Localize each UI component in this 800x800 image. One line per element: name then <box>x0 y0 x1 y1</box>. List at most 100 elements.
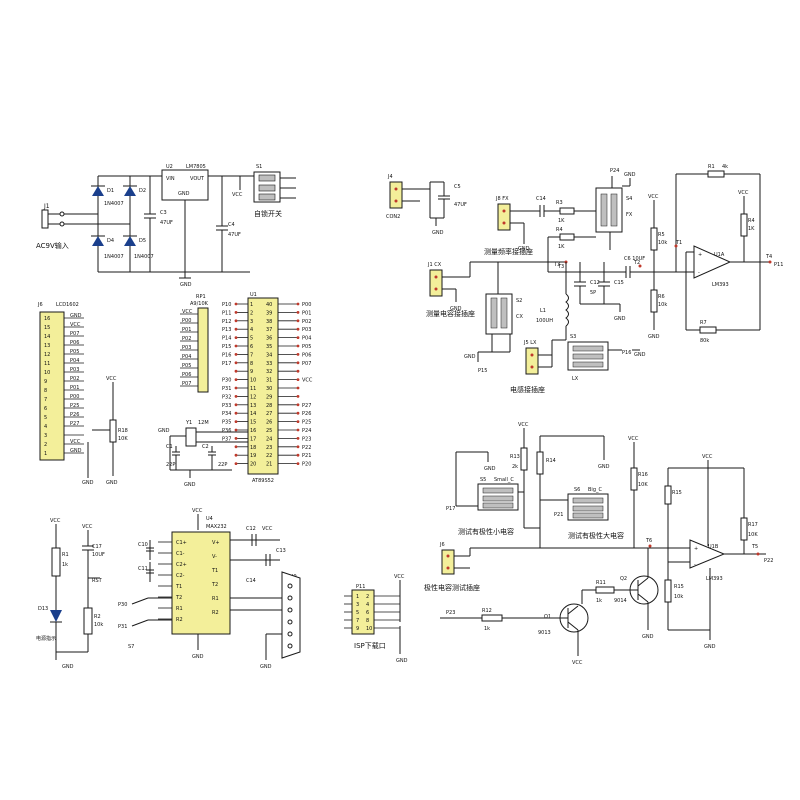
svg-text:RST: RST <box>92 578 103 584</box>
mcu-pin-number: 37 <box>266 327 272 333</box>
mcu-net-label: P13 <box>222 327 231 333</box>
svg-text:C6 10UF: C6 10UF <box>624 256 645 262</box>
mcu-net-label: P11 <box>222 310 231 316</box>
svg-text:CX: CX <box>516 314 523 320</box>
mcu-pin-number: 15 <box>250 420 256 426</box>
mcu-net-label: P36 <box>222 428 231 434</box>
svg-text:C12: C12 <box>590 280 600 286</box>
svg-text:S3: S3 <box>570 334 576 340</box>
svg-text:VCC: VCC <box>648 194 659 200</box>
mcu-pin-number: 21 <box>266 462 272 468</box>
mcu-net-label: P01 <box>302 310 311 316</box>
mcu-pin-number: 33 <box>266 361 272 367</box>
svg-text:GND: GND <box>106 480 118 486</box>
mcu-pin-number: 2 <box>250 310 253 316</box>
svg-text:R3: R3 <box>556 200 563 206</box>
mcu-pin-number: 10 <box>250 378 256 384</box>
mcu-pin-number: 11 <box>250 386 256 392</box>
svg-text:VCC: VCC <box>518 422 529 428</box>
mcu-pin-number: 4 <box>250 327 253 333</box>
diode-d4: D4 1N4007 <box>91 235 124 260</box>
mcu-pin-number: 22 <box>266 453 272 459</box>
svg-text:C11: C11 <box>138 566 148 572</box>
lcd-net-label: VCC <box>70 439 81 445</box>
svg-text:T2: T2 <box>633 260 640 266</box>
mcu-pin-number: 9 <box>250 369 253 375</box>
svg-text:R4: R4 <box>748 218 755 224</box>
rp1-net-label: P06 <box>182 372 191 378</box>
svg-text:电源指示: 电源指示 <box>36 635 56 642</box>
mcu-net-label: P07 <box>302 361 311 367</box>
svg-text:P22: P22 <box>764 558 773 564</box>
lcd-pin-number: 8 <box>44 388 47 394</box>
mcu-pin-number: 14 <box>250 411 256 417</box>
cap-c3: C3 47UF <box>144 176 173 272</box>
mcu-pin-number: 30 <box>266 386 272 392</box>
svg-text:C12: C12 <box>246 526 256 532</box>
svg-text:GND: GND <box>450 306 462 312</box>
max232-pin-label: T1 <box>175 584 182 590</box>
svg-text:S1: S1 <box>256 164 262 170</box>
svg-text:GND: GND <box>634 352 646 358</box>
rp1-net-label: P05 <box>182 363 191 369</box>
svg-text:Q2: Q2 <box>620 576 627 582</box>
svg-text:J5 LX: J5 LX <box>523 340 537 346</box>
mcu-pin-number: 32 <box>266 369 272 375</box>
svg-text:-: - <box>698 270 700 276</box>
svg-text:80k: 80k <box>700 338 709 344</box>
svg-text:L1: L1 <box>540 308 546 314</box>
max232-pin-label: R1 <box>212 596 219 602</box>
svg-text:D13: D13 <box>38 606 48 612</box>
mcu-pin-number: 5 <box>250 336 253 342</box>
svg-text:U1A: U1A <box>714 252 725 258</box>
diode-d1: D1 1N4007 <box>91 185 124 207</box>
rp1-net-label: P04 <box>182 354 191 360</box>
svg-text:LCD1602: LCD1602 <box>56 302 79 308</box>
svg-text:R7: R7 <box>700 320 707 326</box>
mcu-net-label: P04 <box>302 336 311 342</box>
mcu-pin-number: 26 <box>266 420 272 426</box>
svg-text:VIN: VIN <box>166 176 175 182</box>
svg-text:GND: GND <box>642 634 654 640</box>
mcu-net-label: P27 <box>302 403 311 409</box>
mcu-pin-number: 25 <box>266 428 272 434</box>
svg-text:R15: R15 <box>674 584 684 590</box>
svg-text:R6: R6 <box>658 294 665 300</box>
mcu-pin-number: 36 <box>266 336 272 342</box>
svg-text:VCC: VCC <box>262 526 273 532</box>
svg-text:T3: T3 <box>557 264 564 270</box>
svg-text:4k: 4k <box>722 164 728 170</box>
svg-text:1k: 1k <box>62 562 68 568</box>
svg-text:VCC: VCC <box>106 376 117 382</box>
svg-text:T4: T4 <box>765 254 772 260</box>
svg-text:T5: T5 <box>751 544 758 550</box>
svg-text:P31: P31 <box>118 624 127 630</box>
max232-caps-right: C12 C13 C14 VCC <box>230 526 286 584</box>
svg-text:D1: D1 <box>107 188 114 194</box>
svg-text:47UF: 47UF <box>228 232 241 238</box>
lcd-net-label: GND <box>70 448 82 454</box>
mcu-pin-number: 7 <box>250 352 253 358</box>
svg-text:R15: R15 <box>672 490 682 496</box>
svg-text:10k: 10k <box>94 622 103 628</box>
mcu-net-label: P06 <box>302 352 311 358</box>
freq-measure-section: J8 FX 测量频率接插座 GND C14 R3 1K R4 1K P24 S4… <box>484 164 783 344</box>
mcu-net-label: P12 <box>222 319 231 325</box>
psu-gnd: GND <box>179 272 192 288</box>
psu-switch: S1 自锁开关 VCC <box>232 164 296 218</box>
lcd-pin-number: 9 <box>44 379 47 385</box>
svg-text:C13: C13 <box>276 548 286 554</box>
mcu-net-label: P15 <box>222 344 231 350</box>
svg-text:S7: S7 <box>128 644 134 650</box>
mcu-pin-number: 6 <box>250 344 253 350</box>
svg-text:1K: 1K <box>558 218 565 224</box>
mcu-net-label: P35 <box>222 420 231 426</box>
mcu-net-label: P26 <box>302 411 311 417</box>
max232-pin-label: R1 <box>176 606 183 612</box>
svg-text:P23: P23 <box>446 610 455 616</box>
lcd-pin-number: 5 <box>44 415 47 421</box>
mcu-pin-number: 12 <box>250 394 256 400</box>
